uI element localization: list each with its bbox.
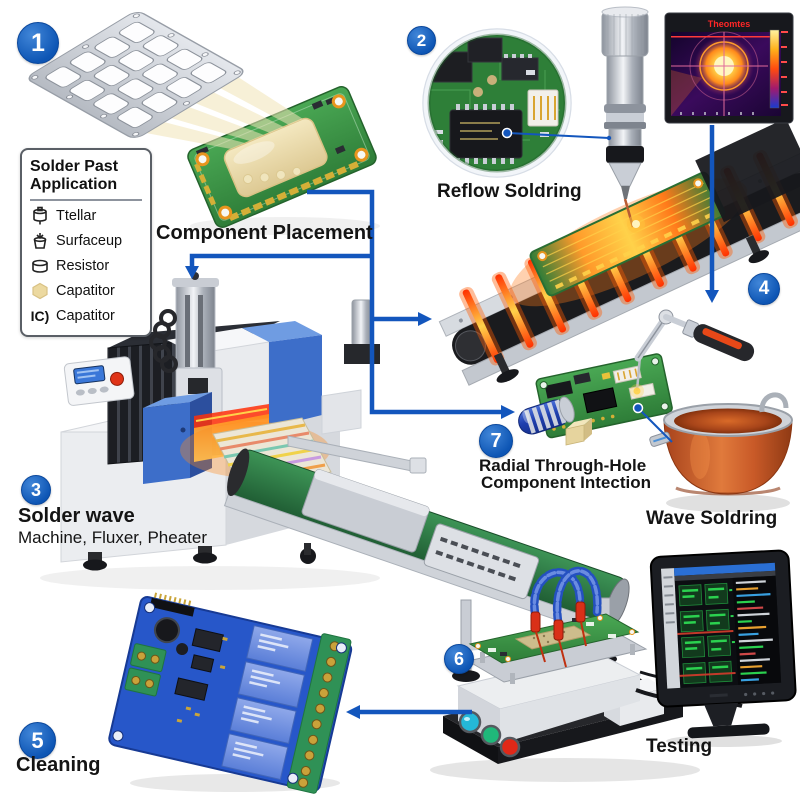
step-5-badge: 5 <box>19 722 56 759</box>
relay-modules <box>221 625 314 781</box>
step-4-badge: 4 <box>748 273 780 305</box>
legend-item: IC) Capatitor <box>30 306 144 326</box>
paste-cylinder-icon <box>30 256 50 276</box>
coolant-hoses <box>530 566 602 626</box>
green-button <box>480 724 502 746</box>
legend-item-label: Ttellar <box>56 208 97 224</box>
legend-title-line1: Solder Past <box>30 158 119 175</box>
step-2-badge: 2 <box>407 26 436 55</box>
paste-cup-icon <box>30 231 50 251</box>
step-3-badge: 3 <box>21 475 51 505</box>
cleaning-label: Cleaning <box>16 754 101 776</box>
thermal-title: Theomtes <box>708 19 751 29</box>
screen-code-panel <box>732 575 782 685</box>
bridge-blue-cap <box>269 335 322 428</box>
radial-label-line2: Component Intection <box>481 473 651 492</box>
shadows <box>40 217 790 792</box>
insertion-tool <box>630 309 755 398</box>
radial-capacitor <box>518 396 575 435</box>
legend-item-label: Capatitor <box>56 308 115 324</box>
beige-cube-component <box>565 418 592 446</box>
legend-item-label: Capatitor <box>56 283 115 299</box>
heated-pcb <box>529 171 726 297</box>
solder-paste-legend: Solder Past Application Ttellar Surfaceu… <box>20 148 152 337</box>
test-fixture <box>443 566 743 764</box>
monitor-stand <box>704 702 739 727</box>
carrier-tray-perforated <box>423 523 540 600</box>
flow-arrows <box>189 125 715 715</box>
ic-text-icon: IC) <box>30 308 50 324</box>
arrow-to-machine <box>189 253 372 269</box>
inset-white-connector <box>527 89 559 127</box>
machine-conveyor-belt <box>223 448 630 639</box>
tool-handle <box>682 319 755 362</box>
molten-solder <box>674 408 782 434</box>
arrow-placement-to-radial <box>307 189 505 415</box>
test-monitor <box>649 549 797 739</box>
legend-item: Ttellar <box>30 206 144 226</box>
step-7-badge: 7 <box>479 424 513 458</box>
thermal-camera-image: Theomtes <box>664 12 794 124</box>
machine-lcd-screen <box>73 365 106 385</box>
cyan-button <box>458 710 482 734</box>
step-6-badge: 6 <box>444 644 474 674</box>
fixture-buttons <box>458 710 521 758</box>
solder-wave-subtitle: Machine, Fluxer, Pheater <box>18 528 207 547</box>
machine-control-panel <box>63 356 135 406</box>
pot-handle-right <box>759 392 789 413</box>
paste-pad-icon <box>30 281 50 301</box>
radial-label-line1: Radial Through-Hole <box>479 456 647 475</box>
monitor-base <box>687 723 770 739</box>
legend-item-label: Surfaceup <box>56 233 123 249</box>
electrolytic-capacitor <box>153 617 180 644</box>
legend-item: Resistor <box>30 256 144 276</box>
arrow-heads <box>185 266 719 719</box>
legend-title-line2: Application <box>30 176 118 193</box>
red-button <box>499 736 521 758</box>
solder-dispenser-head <box>601 6 649 233</box>
legend-item: Capatitor <box>30 281 144 301</box>
reflow-oven-conveyor <box>438 118 800 386</box>
legend-item: Surfaceup <box>30 231 144 251</box>
conveyor-feet <box>493 234 769 383</box>
thermal-color-scale <box>769 29 780 109</box>
carrier-tray-solid <box>301 469 430 553</box>
legend-item-label: Resistor <box>56 258 110 274</box>
component-placement-label: Component Placement <box>156 222 373 244</box>
stencil-light-beams <box>146 77 303 149</box>
solder-wave-title: Solder wave <box>18 505 135 527</box>
stencil-plate <box>28 12 244 138</box>
testing-label: Testing <box>646 736 713 757</box>
radial-component-cluster <box>518 309 755 446</box>
coiled-cable <box>149 309 178 373</box>
callout-lines <box>501 127 673 443</box>
step-1-badge: 1 <box>17 22 59 64</box>
wave-soldering-label: Wave Soldring <box>646 508 778 529</box>
paste-dispenser-icon <box>30 206 50 226</box>
screen-green-panels <box>677 582 736 685</box>
test-probes <box>530 601 587 668</box>
legend-divider <box>30 199 142 201</box>
pcb-macro-inset <box>422 28 572 178</box>
terminal-strip <box>286 633 352 794</box>
solder-paste-pad <box>223 117 328 198</box>
relay-board <box>108 592 353 794</box>
machine-red-button <box>109 371 124 386</box>
reflow-soldering-label: Reflow Soldring <box>437 181 582 202</box>
pcb-with-solder-paste <box>187 86 377 228</box>
solder-pot <box>649 392 793 496</box>
